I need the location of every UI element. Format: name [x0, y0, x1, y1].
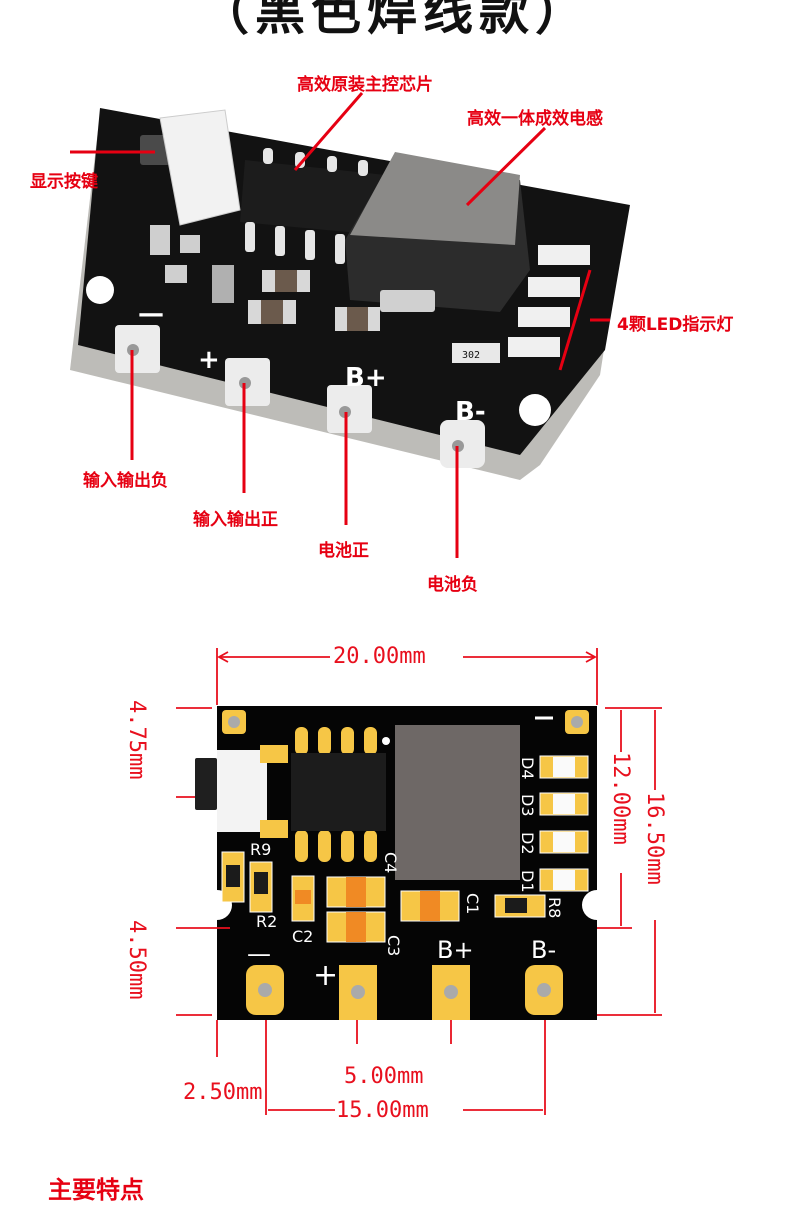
callout-inductor: 高效一体成效电感 — [467, 109, 603, 129]
led-footprints — [539, 755, 589, 892]
silk-302: 302 — [462, 350, 480, 361]
dim-notch-to-bottom: 4.50mm — [124, 920, 149, 1000]
callout-io-negative: 输入输出负 — [83, 471, 168, 491]
silk-d1: D1 — [518, 870, 537, 893]
callout-display-button: 显示按键 — [30, 172, 98, 192]
callout-io-positive: 输入输出正 — [193, 510, 278, 530]
silk-c4: C4 — [381, 852, 400, 873]
led-d2 — [518, 307, 570, 327]
capacitor-c4 — [326, 876, 386, 908]
dim-edge-to-pad: 2.50mm — [183, 1080, 263, 1105]
page-title: （黑色焊线款） — [199, 0, 591, 41]
silk-plus: + — [198, 345, 220, 375]
silk-d4: D4 — [518, 757, 537, 780]
silk-top-plus: + — [313, 958, 338, 993]
silk-top-bplus: B+ — [437, 936, 474, 964]
resistor-r8-top — [494, 894, 546, 918]
dim-pad-pitch: 5.00mm — [344, 1064, 424, 1089]
callout-led-indicators: 4颗LED指示灯 — [617, 315, 734, 335]
silk-r9: R9 — [250, 840, 271, 859]
dim-height-inner: 12.00mm — [608, 752, 633, 845]
silk-bminus: B- — [455, 397, 486, 427]
resistor-r2-top — [249, 861, 273, 913]
button-housing — [159, 109, 241, 226]
resistor-r8 — [452, 343, 500, 363]
silk-top-bminus: B- — [531, 936, 556, 964]
terminal-pads — [246, 965, 563, 1020]
resistor-left — [221, 851, 245, 903]
silk-c2: C2 — [292, 927, 313, 946]
silk-d2: D2 — [518, 832, 537, 855]
switch-actuator — [195, 758, 217, 810]
pcb-top-view — [217, 706, 597, 1020]
mounting-pads — [222, 710, 589, 734]
switch-housing — [217, 750, 267, 832]
callout-battery-negative: 电池负 — [427, 575, 478, 595]
chip-legs — [245, 148, 368, 264]
silk-minus: — — [138, 299, 164, 329]
led-d3 — [528, 277, 580, 297]
capacitor-c3 — [326, 911, 386, 943]
led-d4 — [538, 245, 590, 265]
capacitor-c2 — [291, 875, 315, 922]
dim-width: 20.00mm — [333, 644, 426, 669]
dim-pad-span: 15.00mm — [336, 1098, 429, 1123]
led-d1 — [508, 337, 560, 357]
capacitors — [212, 265, 380, 331]
section-title-features: 主要特点 — [48, 1176, 144, 1204]
silk-c3: C3 — [384, 935, 403, 956]
callout-lines — [70, 92, 610, 558]
ic-pins — [295, 727, 377, 862]
ic-package — [291, 753, 386, 831]
silk-r2: R2 — [256, 912, 277, 931]
silk-r8: R8 — [545, 897, 564, 918]
dim-height-total: 16.50mm — [642, 792, 667, 885]
inductor-top-view — [395, 725, 520, 880]
callout-main-chip: 高效原装主控芯片 — [297, 75, 433, 95]
silk-d3: D3 — [518, 794, 537, 817]
leds — [508, 245, 590, 357]
silk-c1: C1 — [463, 893, 482, 914]
capacitor-c1 — [400, 890, 460, 922]
dimension-lines — [176, 648, 662, 1115]
silk-bplus: B+ — [345, 363, 387, 393]
main-chip — [240, 160, 385, 235]
inductor-top — [350, 152, 520, 245]
callout-battery-positive: 电池正 — [318, 541, 369, 561]
silk-top-minus: — — [247, 940, 271, 968]
board-photo: — + B+ B- 302 — [70, 92, 630, 558]
resistor-r9 — [150, 225, 170, 255]
resistor-r2 — [165, 265, 187, 283]
button-actuator — [140, 135, 170, 165]
dim-top-to-button: 4.75mm — [124, 700, 149, 780]
